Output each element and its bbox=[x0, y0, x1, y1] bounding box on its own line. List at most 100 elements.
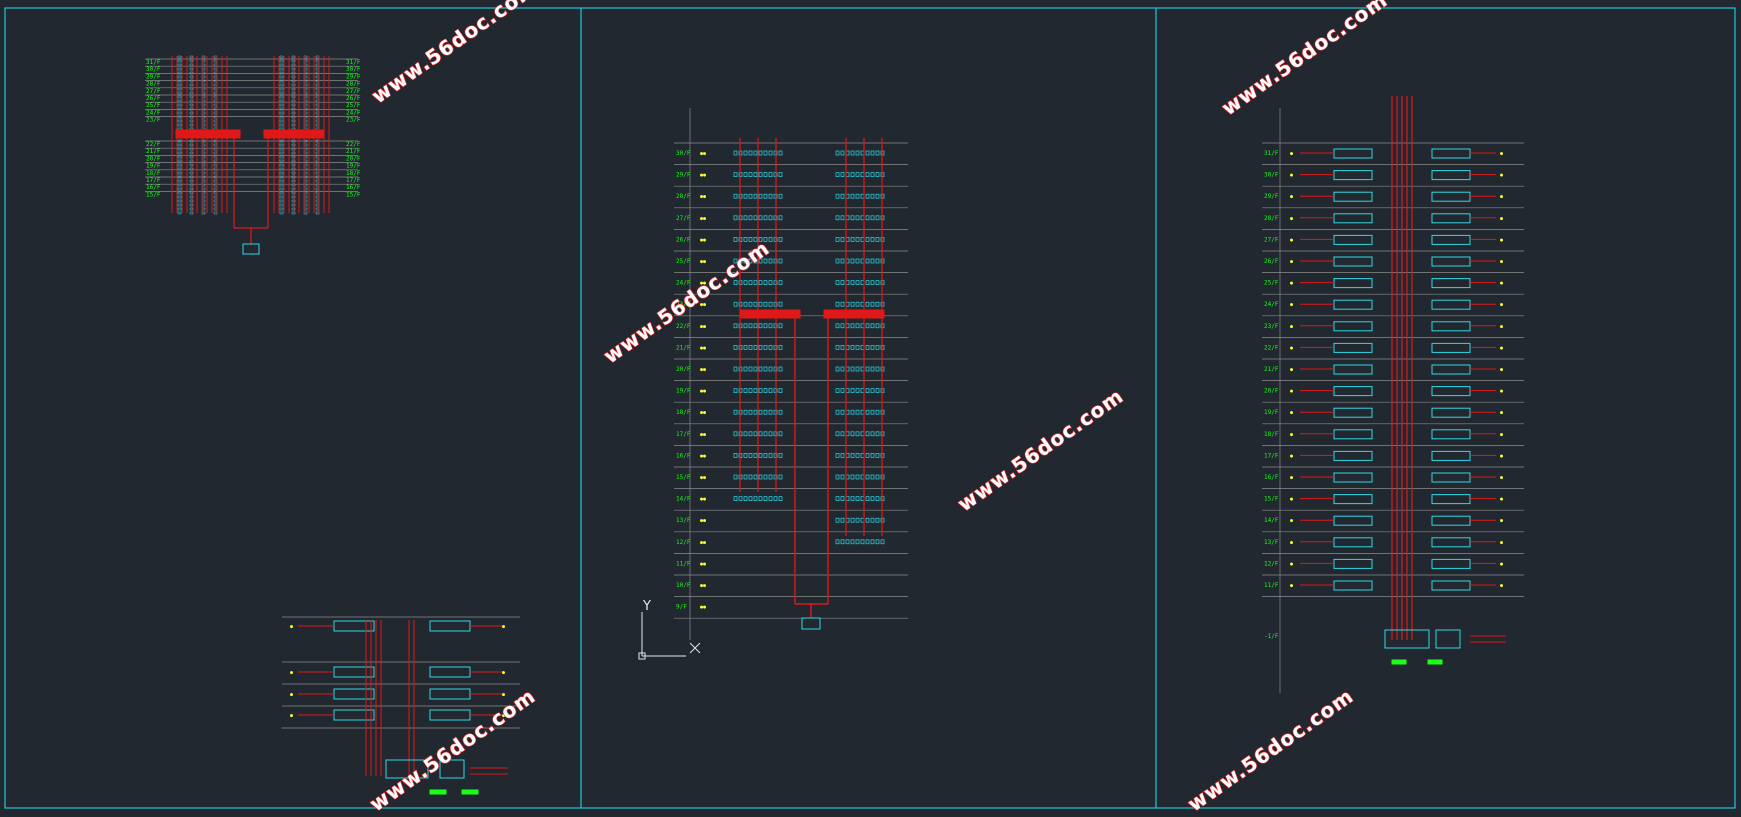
device-mark bbox=[177, 71, 182, 75]
floor-label: 13/F bbox=[676, 517, 691, 524]
device-mark bbox=[855, 193, 860, 199]
device-marker: ● bbox=[1290, 497, 1293, 503]
device-mark bbox=[748, 237, 753, 242]
device-mark bbox=[758, 431, 763, 437]
device-mark bbox=[743, 345, 748, 350]
outer-frame bbox=[4, 7, 1736, 809]
device-mark bbox=[865, 431, 870, 437]
device-mark bbox=[840, 237, 845, 242]
device-mark bbox=[768, 409, 773, 415]
device-mark bbox=[753, 431, 758, 437]
breaker-box bbox=[1333, 213, 1373, 224]
device-mark bbox=[855, 172, 860, 177]
device-mark bbox=[733, 193, 738, 199]
device-mark bbox=[279, 203, 284, 207]
breaker-box bbox=[1333, 256, 1373, 267]
meter-box bbox=[439, 759, 465, 779]
breaker-box bbox=[1431, 148, 1471, 159]
device-marker: ●● bbox=[700, 324, 706, 330]
device-mark bbox=[850, 301, 855, 307]
device-mark bbox=[763, 496, 768, 501]
device-mark bbox=[279, 95, 284, 99]
device-marker: ●● bbox=[700, 367, 706, 373]
device-mark bbox=[875, 496, 880, 501]
device-mark bbox=[773, 496, 778, 501]
device-marker: ● bbox=[1290, 475, 1293, 481]
floor-label: 25/F bbox=[1264, 280, 1279, 287]
floor-label: 16/F bbox=[1264, 474, 1279, 481]
device-mark bbox=[743, 474, 748, 480]
device-mark bbox=[763, 301, 768, 307]
device-marker: ● bbox=[290, 670, 293, 676]
breaker-box bbox=[1333, 386, 1373, 397]
device-mark bbox=[177, 83, 182, 87]
device-mark bbox=[768, 474, 773, 480]
device-mark bbox=[753, 280, 758, 285]
device-mark bbox=[855, 150, 860, 156]
device-mark bbox=[279, 55, 284, 59]
device-mark bbox=[855, 517, 860, 523]
device-mark bbox=[733, 237, 738, 242]
device-mark bbox=[748, 474, 753, 480]
device-mark bbox=[177, 163, 182, 167]
device-mark bbox=[763, 474, 768, 480]
device-mark bbox=[758, 388, 763, 393]
device-marker: ● bbox=[1500, 151, 1503, 157]
device-mark bbox=[865, 215, 870, 221]
device-mark bbox=[850, 409, 855, 415]
device-mark bbox=[855, 431, 860, 437]
device-mark bbox=[748, 323, 753, 329]
device-mark bbox=[865, 280, 870, 285]
breaker-box bbox=[1333, 364, 1373, 375]
floor-label: 17/F bbox=[676, 431, 691, 438]
breaker-box bbox=[1431, 580, 1471, 591]
device-mark bbox=[835, 323, 840, 329]
floor-label: 18/F bbox=[146, 170, 161, 177]
floor-label: 10/F bbox=[676, 582, 691, 589]
device-mark bbox=[855, 453, 860, 458]
breaker-box bbox=[1333, 537, 1373, 548]
breaker-box bbox=[1431, 299, 1471, 310]
device-mark bbox=[748, 172, 753, 177]
ground-mark bbox=[1427, 659, 1443, 665]
device-mark bbox=[177, 211, 182, 215]
device-mark bbox=[768, 172, 773, 177]
breaker-box bbox=[1333, 299, 1373, 310]
device-mark bbox=[763, 453, 768, 458]
floor-label: 26/F bbox=[146, 95, 161, 102]
device-mark bbox=[778, 280, 783, 285]
floor-label: 13/F bbox=[1264, 539, 1279, 546]
device-mark bbox=[835, 172, 840, 177]
device-mark bbox=[855, 258, 860, 264]
device-mark bbox=[753, 301, 758, 307]
device-mark bbox=[840, 496, 845, 501]
device-mark bbox=[763, 258, 768, 264]
device-marker: ●● bbox=[700, 540, 706, 546]
device-mark bbox=[753, 388, 758, 393]
device-mark bbox=[840, 517, 845, 523]
device-mark bbox=[850, 388, 855, 393]
device-mark bbox=[778, 496, 783, 501]
breaker-box bbox=[1333, 558, 1373, 569]
device-mark bbox=[875, 431, 880, 437]
device-mark bbox=[840, 431, 845, 437]
device-mark bbox=[758, 237, 763, 242]
device-mark bbox=[855, 345, 860, 350]
device-mark bbox=[758, 193, 763, 199]
device-mark bbox=[279, 123, 284, 127]
device-mark bbox=[855, 366, 860, 372]
device-mark bbox=[850, 215, 855, 221]
device-mark bbox=[279, 107, 284, 111]
device-mark bbox=[778, 409, 783, 415]
device-marker: ●● bbox=[700, 194, 706, 200]
device-mark bbox=[855, 539, 860, 545]
device-marker: ● bbox=[1500, 389, 1503, 395]
device-marker: ● bbox=[1290, 453, 1293, 459]
device-mark bbox=[768, 453, 773, 458]
device-mark bbox=[763, 215, 768, 221]
device-marker: ● bbox=[1290, 237, 1293, 243]
device-mark bbox=[748, 301, 753, 307]
device-mark bbox=[768, 215, 773, 221]
device-mark bbox=[743, 172, 748, 177]
device-mark bbox=[753, 496, 758, 501]
